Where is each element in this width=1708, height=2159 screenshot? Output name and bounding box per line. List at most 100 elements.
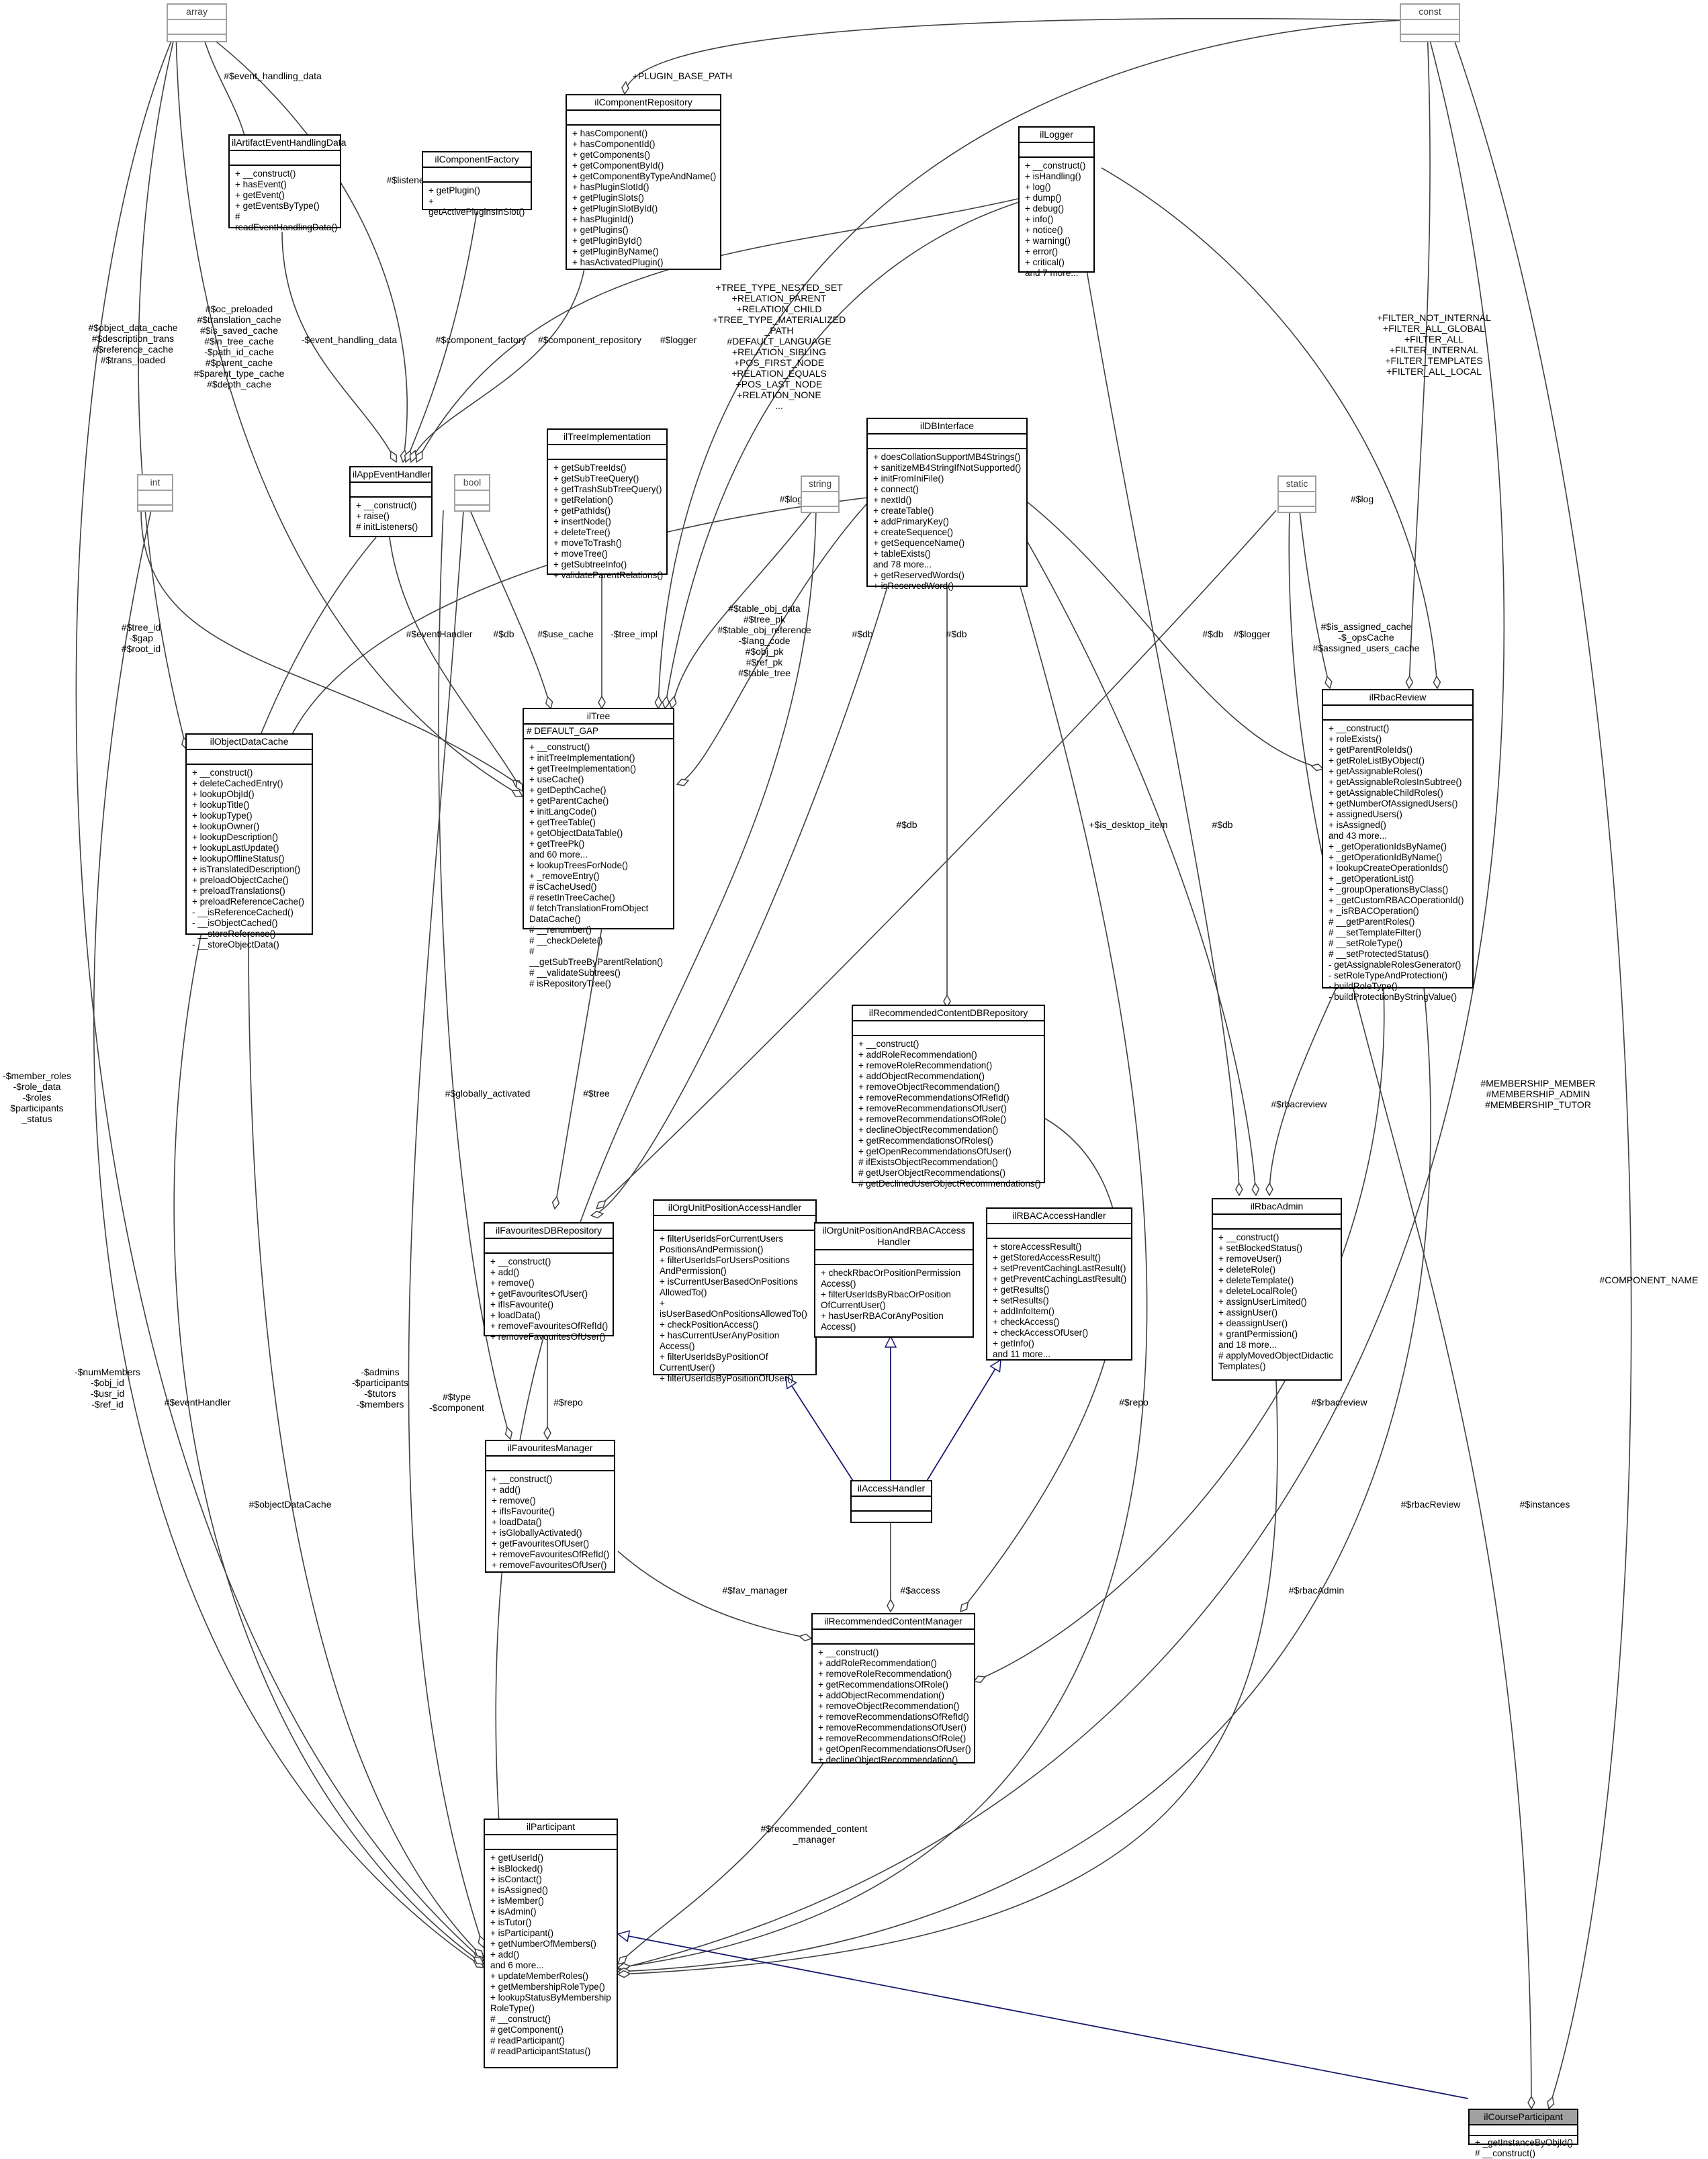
class-title: ilCourseParticipant: [1470, 2110, 1577, 2125]
class-attributes: [351, 483, 431, 498]
label-num-members: -$numMembers -$obj_id -$usr_id -$ref_id: [74, 1367, 141, 1410]
edge-array-participant: [75, 30, 484, 1961]
class-title: ilRbacAdmin: [1213, 1199, 1341, 1215]
class-ilRbacAdmin: ilRbacAdmin + __construct() + setBlocked…: [1212, 1198, 1342, 1381]
label-member-roles: -$member_roles -$role_data -$roles $part…: [3, 1070, 71, 1124]
class-methods: [852, 1512, 931, 1517]
label-rbac-review: #$rbacReview: [1400, 1499, 1461, 1510]
class-attributes: [455, 491, 489, 506]
class-attributes: [853, 1021, 1044, 1036]
class-attributes: [802, 492, 838, 507]
label-is-desktop-item: +$is_desktop_item: [1089, 819, 1168, 830]
class-attributes: [1279, 492, 1315, 507]
label-rbac-admin: #$rbacAdmin: [1288, 1585, 1345, 1596]
class-ilTreeImplementation: ilTreeImplementation + getSubTreeIds() +…: [547, 428, 668, 580]
class-ilLogger: ilLogger + __construct() + isHandling() …: [1018, 126, 1095, 278]
class-title: ilObjectDataCache: [187, 735, 312, 750]
edge-db-rbacadmin: [1020, 530, 1256, 1195]
class-title: ilFavouritesManager: [486, 1441, 614, 1457]
edge-db-participant: [618, 543, 1148, 1968]
edge-static-courseparticipant: [1288, 510, 1531, 2109]
class-title: ilParticipant: [485, 1820, 617, 1835]
class-methods: + checkRbacOrPositionPermission Access()…: [821, 1268, 961, 1332]
label-globally-activated: #$globally_activated: [445, 1088, 531, 1099]
edge-int-participant: [93, 510, 484, 1968]
class-attributes: [485, 1835, 617, 1850]
label-repo-rec: #$repo: [1119, 1397, 1149, 1408]
class-ilRBACAccessHandler: ilRBACAccessHandler + storeAccessResult(…: [986, 1207, 1132, 1361]
label-object-data-cache: #$objectDataCache: [249, 1499, 332, 1510]
class-attributes: [187, 750, 312, 765]
class-ilParticipant: ilParticipant + getUserId() + isBlocked(…: [484, 1819, 618, 2068]
label-recommended-content-manager: #$recommended_content _manager: [760, 1823, 868, 1845]
class-methods: [168, 35, 226, 51]
edge-rbacreview-participant: [618, 986, 1431, 1972]
edge-array-appeventhandler: [201, 30, 407, 462]
edge-recmanager-participant: [618, 1759, 827, 1964]
class-title: const: [1401, 5, 1459, 20]
edge-logger-rbacadmin: [1081, 238, 1239, 1195]
class-methods: [138, 506, 172, 522]
edge-db-favrepo: [591, 543, 901, 1215]
class-title: ilRecommendedContentDBRepository: [853, 1006, 1044, 1021]
class-static: static: [1277, 475, 1316, 513]
class-methods: + __construct() + add() + remove() + ifI…: [492, 1474, 610, 1570]
label-listener: #$listener: [386, 175, 428, 185]
edge-appeventhandler-participant: [173, 537, 484, 1964]
edge-const-componentrepo: [625, 17, 1404, 94]
class-title: ilOrgUnitPositionAccessHandler: [654, 1201, 815, 1216]
class-attributes: [654, 1216, 815, 1231]
label-tree-constants: +TREE_TYPE_NESTED_SET +RELATION_PARENT +…: [712, 282, 846, 411]
class-ilFavouritesDBRepository: ilFavouritesDBRepository + __construct()…: [484, 1222, 614, 1342]
class-ilObjectDataCache: ilObjectDataCache + __construct() + dele…: [185, 733, 313, 950]
label-tree-id: #$tree_id -$gap #$root_id: [121, 622, 161, 654]
class-title: ilRBACAccessHandler: [987, 1209, 1131, 1224]
class-attributes: [852, 1497, 931, 1512]
class-ilComponentFactory: ilComponentFactory + getPlugin() + getAc…: [422, 151, 532, 217]
inherit-orgunitpos-access: [786, 1377, 854, 1481]
class-attributes: [485, 1239, 613, 1254]
edge-tree-favrepo: [555, 927, 602, 1209]
edge-const-participant: [618, 30, 1505, 1969]
class-attributes: [138, 491, 172, 506]
edge-db-tree: [677, 496, 874, 784]
class-methods: + filterUserIdsForCurrentUsers Positions…: [660, 1234, 807, 1383]
class-title: ilRbacReview: [1323, 690, 1472, 706]
class-attributes: [423, 168, 531, 183]
label-membership-constants: #MEMBERSHIP_MEMBER #MEMBERSHIP_ADMIN #ME…: [1480, 1078, 1596, 1110]
label-rbacreview-admin: #$rbacreview: [1271, 1099, 1327, 1109]
label-component-factory: #$component_factory: [435, 334, 527, 345]
class-title: ilLogger: [1020, 128, 1093, 143]
class-ilOrgUnitPositionAndRBACAccessHandler: ilOrgUnitPositionAndRBACAccess Handler +…: [814, 1222, 974, 1338]
class-ilAccessHandler: ilAccessHandler: [850, 1480, 932, 1523]
label-event-handling-data: #$event_handling_data: [224, 71, 322, 81]
class-ilRbacReview: ilRbacReview + __construct() + roleExist…: [1322, 689, 1474, 1002]
class-attributes: [1401, 20, 1459, 35]
class-ilCourseParticipant: ilCourseParticipant + _getInstanceByObjI…: [1468, 2109, 1578, 2158]
label-db-repo: #$db: [946, 629, 967, 639]
label-db-cache: #$db: [493, 629, 514, 639]
label-type: #$type -$component: [429, 1391, 484, 1413]
class-methods: + _getInstanceByObjId() # __construct(): [1475, 2138, 1573, 2158]
edge-rbacadmin-participant: [618, 1379, 1278, 1974]
class-methods: + __construct() + deleteCachedEntry() + …: [192, 768, 304, 950]
label-db-review: #$db: [1202, 629, 1224, 639]
class-methods: + doesCollationSupportMB4Strings() + san…: [873, 452, 1022, 591]
class-attributes: [1020, 143, 1093, 158]
label-tree-impl: -$tree_impl: [610, 629, 658, 639]
class-attributes: [1323, 706, 1472, 721]
label-assigned-cache: #$is_assigned_cache -$_opsCache #$assign…: [1312, 621, 1420, 653]
class-attributes: # DEFAULT_GAP: [524, 725, 673, 739]
class-int: int: [137, 474, 173, 512]
edge-favmanager-recmanager: [617, 1551, 811, 1639]
edge-static-rbacreview: [1299, 510, 1330, 688]
edge-artifact-appeventhandler: [281, 231, 396, 462]
class-title: static: [1279, 477, 1315, 492]
class-ilOrgUnitPositionAccessHandler: ilOrgUnitPositionAccessHandler + filterU…: [653, 1199, 817, 1383]
class-title: ilComponentRepository: [567, 95, 720, 111]
class-title: ilRecommendedContentManager: [813, 1614, 974, 1630]
class-attributes: [486, 1457, 614, 1471]
edge-bool-tree: [469, 510, 551, 708]
label-db-admin: #$db: [1212, 819, 1233, 830]
class-title: ilTreeImplementation: [548, 430, 666, 445]
